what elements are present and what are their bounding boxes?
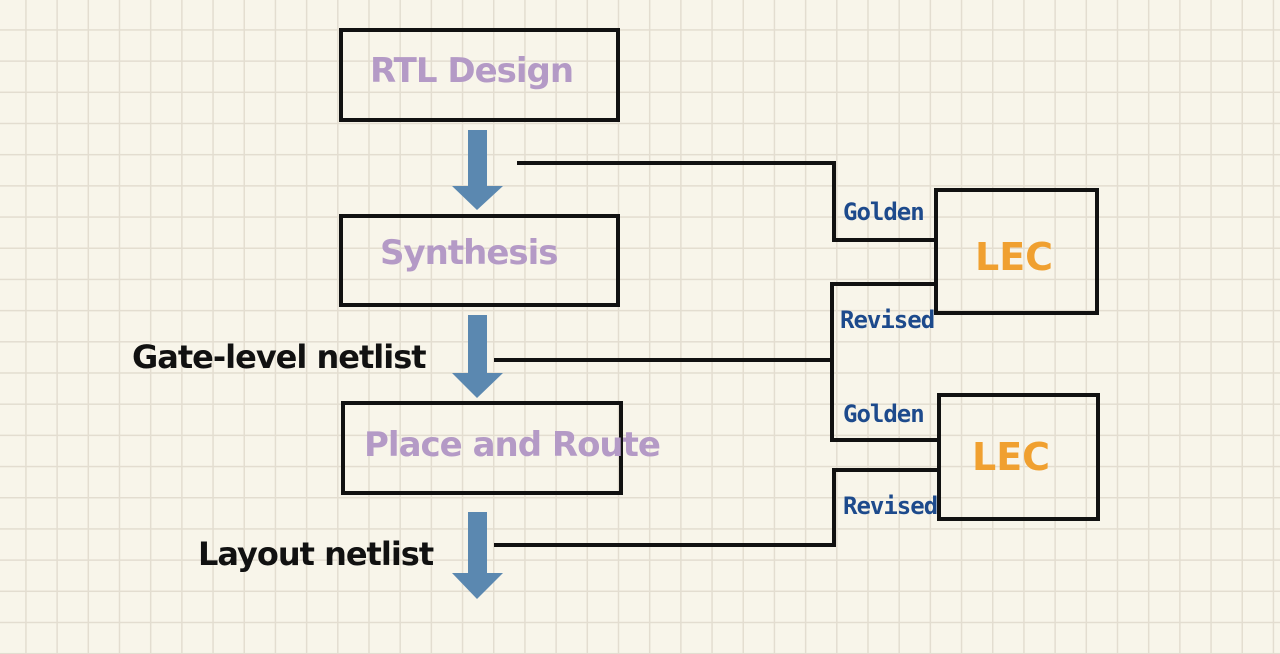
golden-label: Golden: [843, 198, 924, 226]
arrow-down-icon: [452, 130, 503, 210]
step-label: Place and Route: [364, 425, 660, 465]
arrow-down-icon: [452, 315, 503, 398]
arrow-down-icon: [452, 512, 503, 599]
golden-label: Golden: [843, 400, 924, 428]
lec-box: [934, 188, 1099, 315]
step-label: Synthesis: [380, 233, 558, 273]
step-box: [339, 214, 620, 307]
lec-box: [937, 393, 1100, 521]
lec-label: LEC: [975, 235, 1053, 279]
lec-label: LEC: [972, 435, 1050, 479]
lec-box-2: LEC: [937, 393, 1100, 521]
step-label: RTL Design: [370, 51, 573, 91]
connector-rtl-to-lec1-golden: [517, 161, 935, 242]
revised-label: Revised: [843, 492, 937, 520]
connector-lines: [494, 161, 938, 547]
step-rtl-design: RTL Design: [339, 28, 620, 122]
lec-box-1: LEC: [934, 188, 1099, 315]
step-box: [341, 401, 623, 495]
output-label-gate-level-netlist: Gate-level netlist: [132, 338, 426, 376]
step-synthesis: Synthesis: [339, 214, 620, 307]
step-box: [339, 28, 620, 122]
output-label-layout-netlist: Layout netlist: [198, 535, 434, 573]
revised-label: Revised: [840, 306, 934, 334]
connector-layout-netlist-to-lec2-revised: [494, 468, 938, 547]
step-place-and-route: Place and Route: [341, 401, 661, 495]
